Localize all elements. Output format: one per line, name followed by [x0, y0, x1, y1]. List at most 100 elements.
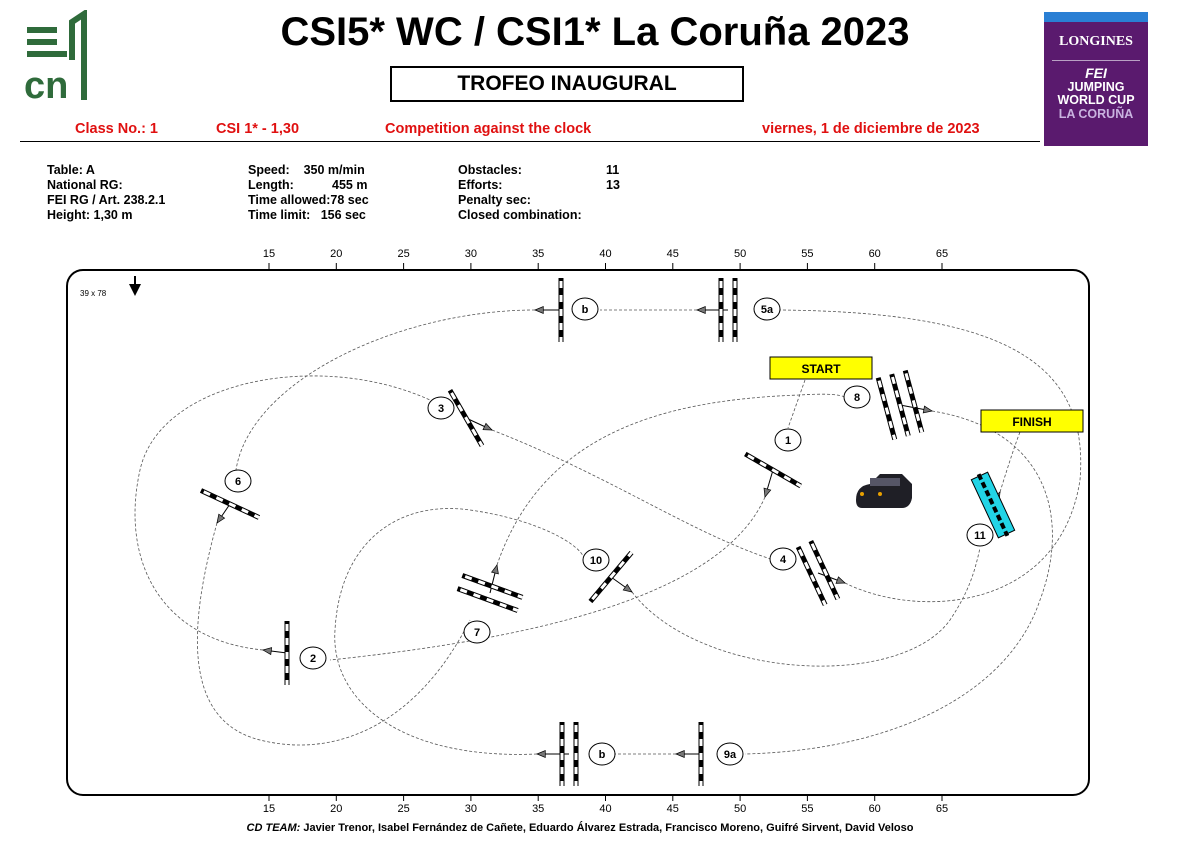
penalty-label: Penalty sec: [458, 193, 531, 207]
direction-arrow-icon [622, 583, 633, 593]
table: Table: A [47, 163, 95, 177]
obstacle-number: 8 [854, 392, 860, 404]
obstacle-number: b [599, 749, 606, 761]
footer-credits: CD TEAM: Javier Trenor, Isabel Fernández… [0, 822, 1160, 834]
obstacle-9a: 9a [675, 722, 744, 786]
cd-team-label: CD TEAM: [246, 822, 301, 834]
svg-text:cn: cn [24, 65, 68, 105]
direction-arrow-icon [696, 305, 706, 315]
divider [20, 141, 1040, 142]
finish-label: FINISH [1012, 415, 1051, 429]
efforts-value: 13 [606, 178, 620, 192]
obstacle-number: 10 [590, 555, 602, 567]
direction-arrow-icon [262, 647, 273, 656]
obstacle-number: 9a [724, 749, 737, 761]
obstacle-number-badge [716, 742, 744, 766]
obstacle-number-badge [224, 469, 252, 493]
ruler-label: 35 [532, 248, 544, 260]
ruler-label: 60 [869, 803, 881, 815]
start-box [769, 356, 873, 380]
obstacle-number-badge [774, 428, 802, 452]
time-allowed: Time allowed:78 sec [248, 193, 369, 207]
start-label: START [801, 362, 841, 376]
obstacle-number-badge [753, 297, 781, 321]
ruler-label: 20 [330, 248, 342, 260]
obstacle-number: b [582, 304, 589, 316]
ruler-label: 55 [801, 248, 813, 260]
direction-arrow-icon [490, 564, 499, 575]
obstacle-7: 7 [456, 564, 524, 644]
ruler-label: 65 [936, 248, 948, 260]
obstacle-number: 4 [780, 554, 787, 566]
obstacle-number: 7 [474, 627, 480, 639]
obstacle-number: 2 [310, 653, 316, 665]
obstacle-1: 1 [744, 428, 802, 498]
page-title: CSI5* WC / CSI1* La Coruña 2023 [280, 10, 910, 54]
ruler-label: 45 [667, 803, 679, 815]
ruler-label: 45 [667, 248, 679, 260]
fei-rg: FEI RG / Art. 238.2.1 [47, 193, 166, 207]
car-icon [856, 474, 912, 508]
obstacle-number: 3 [438, 403, 444, 415]
date: viernes, 1 de diciembre de 2023 [762, 121, 980, 137]
ruler-label: 60 [869, 248, 881, 260]
obstacle-6: 6 [199, 469, 261, 524]
entry-arrowhead-icon [129, 284, 141, 296]
obstacle-2: 2 [262, 621, 327, 685]
arena-size: 39 x 78 [80, 289, 107, 298]
longines-fei-logo: LONGINES FEI JUMPING WORLD CUP LA CORUÑA [1044, 12, 1148, 146]
ruler-label: 55 [801, 803, 813, 815]
obstacle-number: 1 [785, 435, 791, 447]
obstacle-11: 11 [966, 471, 1016, 547]
height: Height: 1,30 m [47, 208, 133, 222]
obstacle-number-badge [966, 523, 994, 547]
ruler-label: 40 [599, 803, 611, 815]
direction-arrow-icon [835, 576, 846, 584]
info-col3: Obstacles:Efforts:Penalty sec:Closed com… [458, 163, 582, 223]
ruler-label: 30 [465, 803, 477, 815]
obstacle-number-badge [588, 742, 616, 766]
obstacle-b: b [536, 722, 616, 786]
competition-type: Competition against the clock [385, 121, 592, 137]
efforts-label: Efforts: [458, 178, 503, 192]
finish-box [980, 409, 1084, 433]
obstacle-8: 8 [843, 369, 933, 441]
ruler-label: 40 [599, 248, 611, 260]
closed-combination-label: Closed combination: [458, 208, 582, 222]
arena-border [66, 269, 1090, 796]
ruler-label: 50 [734, 803, 746, 815]
obstacle-b: b [534, 278, 599, 342]
ruler-label: 50 [734, 248, 746, 260]
obstacle-number-badge [571, 297, 599, 321]
ruler-label: 25 [397, 803, 409, 815]
cn-logo: cn [22, 8, 92, 107]
national-rg: National RG: [47, 178, 123, 192]
time-limit: Time limit: 156 sec [248, 208, 366, 222]
obstacle-number-badge [427, 396, 455, 420]
obstacle-5a: 5a [696, 278, 781, 342]
class-subtitle: TROFEO INAUGURAL [390, 66, 744, 102]
obstacle-3: 3 [427, 389, 493, 447]
obstacle-number-badge [769, 547, 797, 571]
cd-team-names: Javier Trenor, Isabel Fernández de Cañet… [300, 822, 914, 834]
ruler-label: 35 [532, 803, 544, 815]
obstacle-10: 10 [582, 548, 634, 604]
course-track [134, 309, 1082, 755]
speed: Speed: 350 m/min [248, 163, 365, 177]
ruler-label: 25 [397, 248, 409, 260]
direction-arrow-icon [763, 487, 772, 498]
direction-arrow-icon [675, 749, 685, 759]
direction-arrow-icon [534, 305, 544, 315]
direction-arrow-icon [922, 405, 933, 414]
category: CSI 1* - 1,30 [216, 121, 300, 137]
obstacle-number: 6 [235, 476, 241, 488]
ruler-label: 15 [263, 248, 275, 260]
obstacle-number-badge [843, 385, 871, 409]
ruler-label: 20 [330, 803, 342, 815]
class-number: Class No.: 1 [75, 121, 158, 137]
obstacle-4: 4 [769, 539, 846, 607]
